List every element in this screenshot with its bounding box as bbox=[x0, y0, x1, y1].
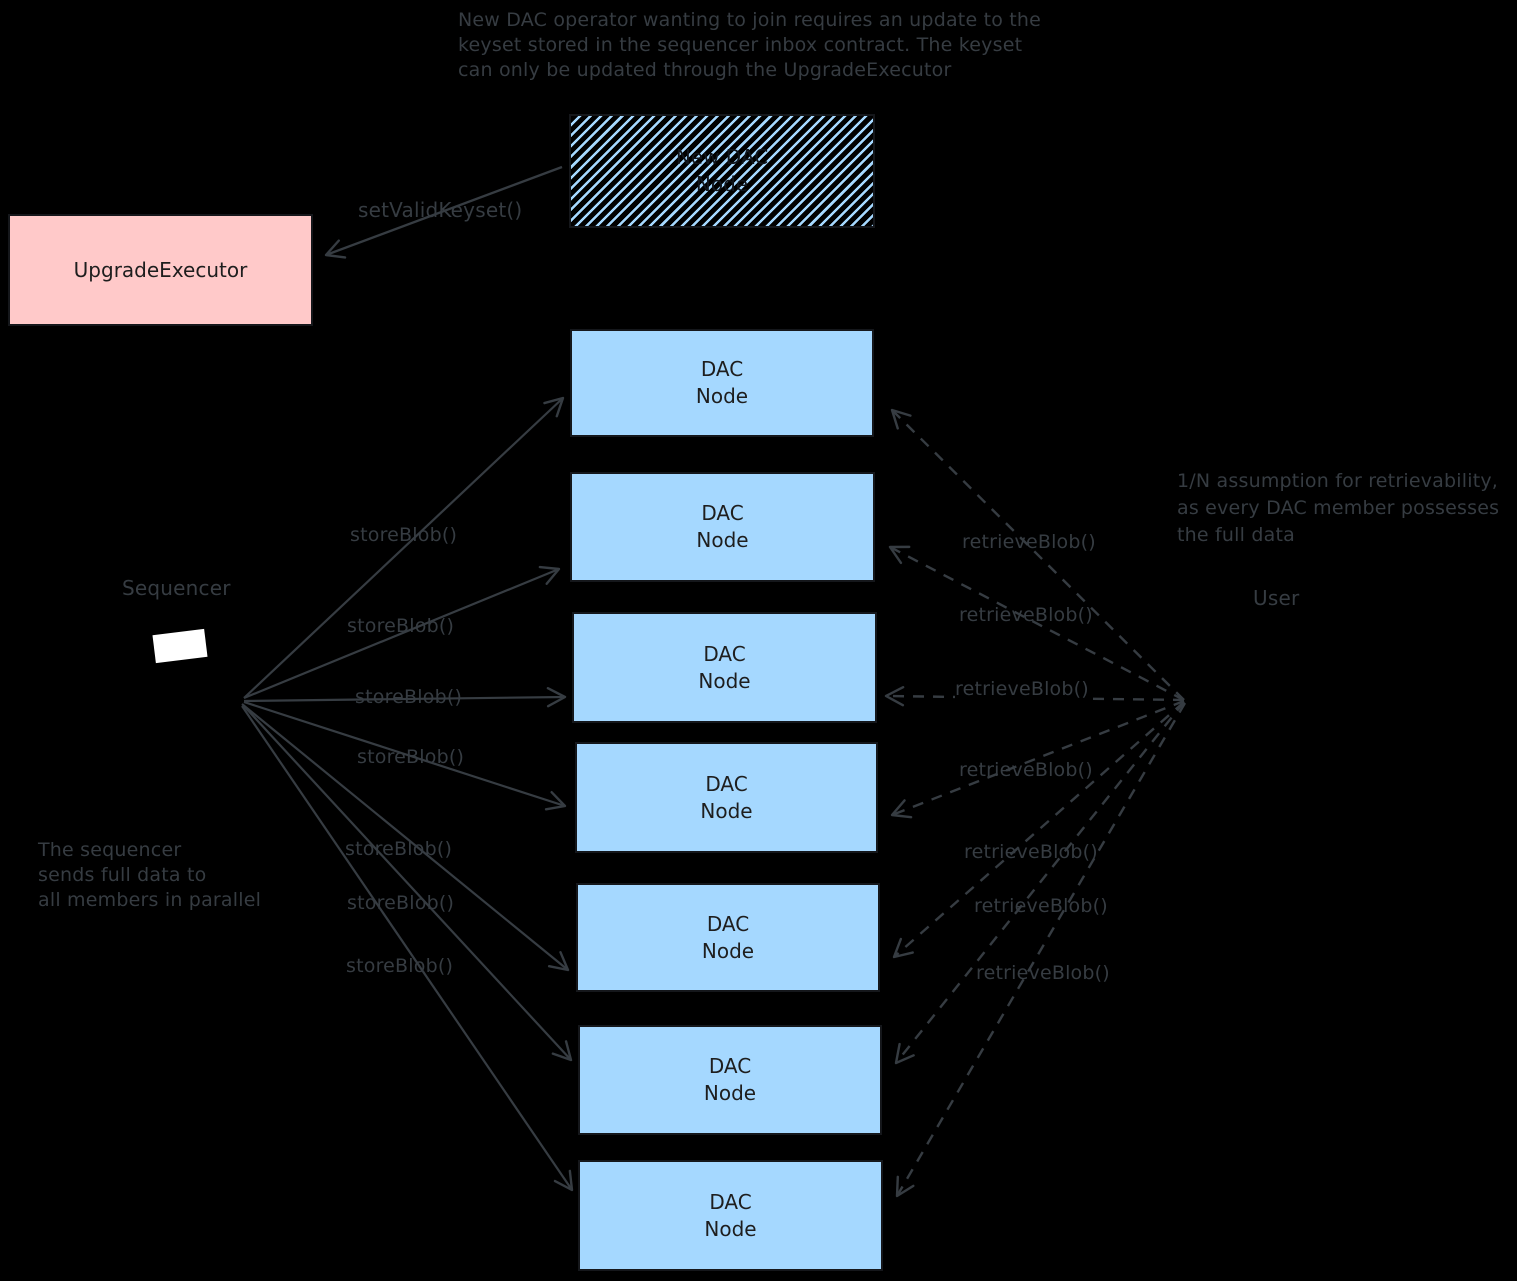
retrieve-blob-label: retrieveBlob() bbox=[959, 604, 1093, 626]
dac-node-label: DAC Node bbox=[696, 501, 749, 552]
dac-node-box: DAC Node bbox=[570, 329, 874, 437]
upgrade-executor-box: UpgradeExecutor bbox=[8, 214, 313, 326]
dac-node-label: DAC Node bbox=[701, 911, 755, 963]
store-blob-label: storeBlob() bbox=[345, 838, 453, 860]
dac-node-box: DAC Node bbox=[575, 742, 878, 853]
store-blob-label: storeBlob() bbox=[355, 686, 463, 708]
left-note: The sequencer sends full data to all mem… bbox=[38, 839, 262, 911]
store-blob-label: storeBlob() bbox=[357, 746, 465, 768]
new-dac-node-label: New DAC Node bbox=[675, 145, 769, 196]
dac-node-label: DAC Node bbox=[703, 1054, 757, 1105]
dac-node-label: DAC Node bbox=[695, 357, 749, 408]
dac-node-label: DAC Node bbox=[698, 641, 751, 693]
retrieve-blob-arrow bbox=[892, 701, 1185, 959]
retrieve-blob-label: retrieveBlob() bbox=[955, 678, 1089, 700]
store-blob-label: storeBlob() bbox=[350, 524, 458, 546]
dac-node-box: DAC Node bbox=[578, 1025, 882, 1135]
set-valid-keyset-label: setValidKeyset() bbox=[358, 198, 523, 222]
dac-node-box: DAC Node bbox=[572, 612, 877, 723]
retrieve-blob-label: retrieveBlob() bbox=[974, 895, 1108, 917]
store-blob-label: storeBlob() bbox=[347, 615, 455, 637]
retrieve-blob-arrow bbox=[890, 408, 1185, 701]
dac-node-label: DAC Node bbox=[700, 771, 753, 823]
new-dac-node-box: New DAC Node bbox=[569, 114, 875, 228]
store-blob-label: storeBlob() bbox=[347, 892, 455, 914]
right-note: 1/N assumption for retrievability, as ev… bbox=[1177, 470, 1500, 546]
dac-node-box: DAC Node bbox=[578, 1160, 883, 1271]
store-blob-arrow bbox=[241, 703, 570, 972]
upgrade-executor-label: UpgradeExecutor bbox=[73, 257, 248, 282]
dac-node-box: DAC Node bbox=[576, 883, 880, 992]
retrieve-blob-label: retrieveBlob() bbox=[976, 962, 1110, 984]
retrieve-blob-label: retrieveBlob() bbox=[964, 841, 1098, 863]
retrieve-blob-label: retrieveBlob() bbox=[962, 531, 1096, 553]
sequencer-icon bbox=[152, 628, 208, 664]
retrieve-blob-label: retrieveBlob() bbox=[959, 759, 1093, 781]
sequencer-label: Sequencer bbox=[122, 576, 231, 600]
store-blob-arrow bbox=[243, 396, 565, 699]
user-label: User bbox=[1253, 586, 1300, 610]
dac-node-label: DAC Node bbox=[704, 1189, 757, 1241]
store-blob-label: storeBlob() bbox=[346, 955, 454, 977]
store-blob-arrow bbox=[241, 705, 574, 1192]
retrieve-blob-arrow bbox=[894, 701, 1185, 1065]
top-note: New DAC operator wanting to join require… bbox=[458, 9, 1042, 81]
dac-node-box: DAC Node bbox=[570, 472, 875, 582]
retrieve-blob-arrow bbox=[890, 699, 1185, 819]
